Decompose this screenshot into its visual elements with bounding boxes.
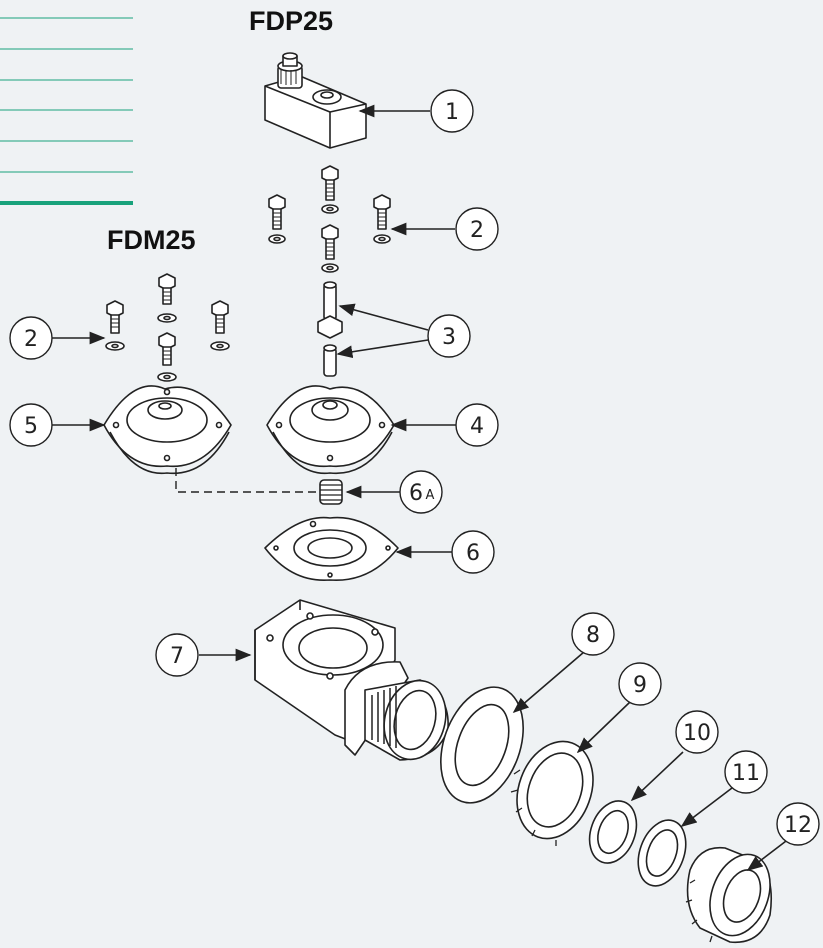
svg-text:4: 4: [470, 414, 484, 439]
svg-text:11: 11: [732, 761, 760, 786]
svg-text:2: 2: [470, 218, 484, 243]
callout-7: 7: [155, 633, 199, 677]
svg-text:A: A: [426, 488, 435, 503]
callout-4: 4: [455, 403, 499, 447]
seal-ring: [637, 819, 687, 887]
armature-plunger: [317, 281, 343, 377]
bolt-fdp-left: [268, 194, 286, 244]
bolt-fdm-right: [210, 300, 230, 351]
callout-10: 10: [675, 710, 719, 754]
callout-3: 3: [427, 314, 471, 358]
fdp-cover: [266, 385, 395, 475]
svg-text:1: 1: [445, 100, 459, 125]
bolt-fdp-center: [321, 224, 339, 273]
bolt-fdm-center: [157, 313, 177, 382]
svg-text:3: 3: [442, 325, 456, 350]
bolt-fdm-left: [105, 300, 125, 351]
svg-text:5: 5: [24, 414, 38, 439]
fdm-cover: [103, 385, 232, 475]
dashed-connector: [175, 468, 316, 493]
tailpiece: [588, 800, 638, 864]
union-nut: [510, 740, 594, 846]
svg-text:12: 12: [784, 813, 812, 838]
bolt-fdm-top: [158, 273, 176, 305]
solenoid-coil: [264, 52, 367, 149]
spring: [319, 479, 343, 505]
svg-text:6: 6: [409, 481, 423, 506]
callout-6: 6: [451, 530, 495, 574]
svg-text:9: 9: [633, 673, 647, 698]
valve-body: [254, 599, 449, 761]
callout-12: 12: [776, 802, 820, 846]
callout-5: 5: [9, 403, 53, 447]
end-connector: [685, 846, 773, 944]
svg-text:6: 6: [466, 541, 480, 566]
svg-text:2: 2: [24, 327, 38, 352]
callout-11: 11: [724, 750, 768, 794]
accent-lines: [0, 17, 133, 205]
callout-2-fdm: 2: [9, 316, 53, 360]
gasket: [440, 686, 524, 804]
svg-text:10: 10: [683, 721, 711, 746]
svg-text:7: 7: [170, 644, 184, 669]
bolt-fdp-right: [373, 194, 391, 244]
callout-8: 8: [571, 612, 615, 656]
callout-9: 9: [618, 662, 662, 706]
callout-2-fdp: 2: [455, 207, 499, 251]
callout-1: 1: [430, 89, 474, 133]
bolt-fdp-top: [321, 165, 339, 214]
leader-lines: [52, 104, 791, 871]
svg-text:8: 8: [586, 623, 600, 648]
callout-6a: 6 A: [399, 470, 443, 514]
fdm25-title: FDM25: [107, 225, 196, 255]
fdp25-title: FDP25: [249, 6, 334, 36]
diaphragm: [264, 516, 399, 582]
